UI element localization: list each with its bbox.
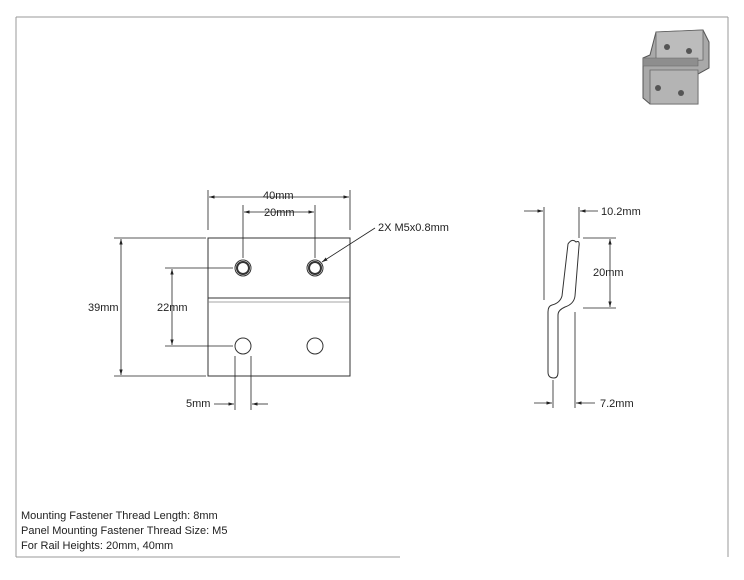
mounting-hole (306, 337, 324, 355)
note-rail-heights: For Rail Heights: 20mm, 40mm (21, 540, 174, 552)
dim-front-width: 40mm (263, 190, 294, 202)
dim-hole-spacing: 20mm (264, 207, 295, 219)
sheet-border (15, 16, 729, 558)
spec-notes: Mounting Fastener Thread Length: 8mm Pan… (21, 509, 227, 554)
note-thread-size: Panel Mounting Fastener Thread Size: M5 (21, 525, 228, 537)
iso-hole (664, 44, 670, 50)
dim-height: 39mm (88, 302, 119, 314)
dim-side-height: 20mm (593, 267, 624, 279)
dim-hole-vertical-spacing: 22mm (157, 302, 188, 314)
isometric-thumbnail (642, 29, 710, 105)
threaded-hole (234, 259, 252, 277)
mounting-hole (234, 337, 252, 355)
dim-side-depth-top: 10.2mm (601, 206, 641, 218)
note-thread-length: Mounting Fastener Thread Length: 8mm (21, 510, 218, 522)
plate-outline (207, 237, 351, 377)
front-view (207, 237, 351, 377)
dim-hole-edge-offset: 5mm (186, 398, 210, 410)
iso-hole (686, 48, 692, 54)
dim-side-depth-bottom: 7.2mm (600, 398, 634, 410)
iso-hole (655, 85, 661, 91)
threaded-hole (306, 259, 324, 277)
dim-thread-callout: 2X M5x0.8mm (378, 222, 449, 234)
side-view (547, 239, 580, 379)
iso-hole (678, 90, 684, 96)
